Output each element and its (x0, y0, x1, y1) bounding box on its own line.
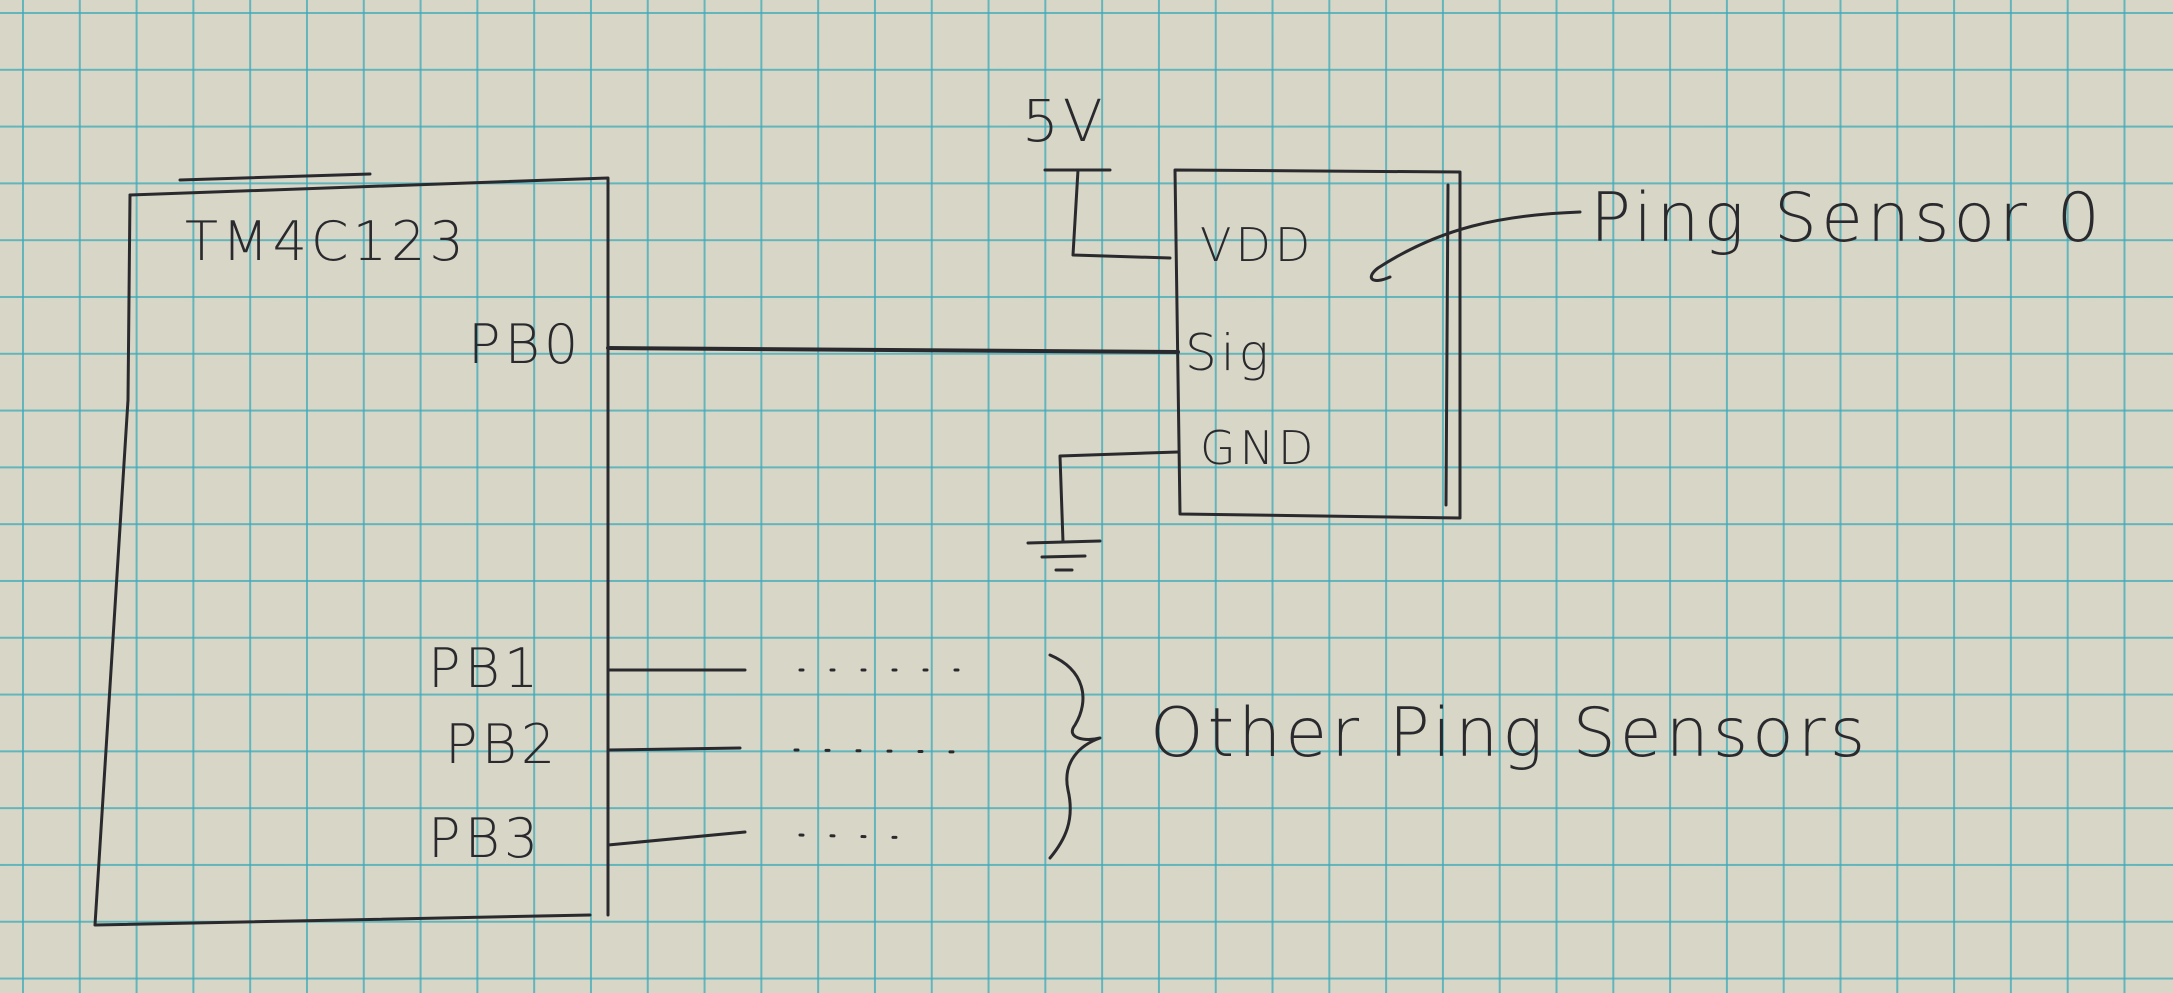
mcu-name-label: TM4C123 (185, 210, 468, 273)
sensor-pin-sig: Sig (1185, 324, 1273, 382)
pin-label-pb1: PB1 (428, 637, 543, 700)
ground-symbol (1026, 450, 1180, 572)
sensor-box-stroke (1444, 183, 1450, 507)
other-sensors-label: Other Ping Sensors (1150, 694, 1870, 773)
pin-label-pb2: PB2 (445, 713, 560, 776)
sensor-box (1173, 168, 1462, 520)
pb0-signal-wire (606, 346, 1180, 354)
supply-voltage-label: 5V (1022, 87, 1107, 155)
sensor-pin-gnd: GND (1200, 421, 1318, 475)
pin-label-pb3: PB3 (428, 807, 543, 870)
sensor0-callout-arrow (1369, 210, 1582, 282)
sensor0-callout-label: Ping Sensor 0 (1590, 179, 2104, 258)
vdd-supply-wire (1043, 168, 1172, 260)
pb3-wire (606, 830, 922, 847)
pin-label-pb0: PB0 (468, 313, 583, 376)
curly-brace (1048, 653, 1102, 860)
pb2-wire (606, 746, 967, 754)
sensor-pin-vdd: VDD (1200, 218, 1315, 272)
